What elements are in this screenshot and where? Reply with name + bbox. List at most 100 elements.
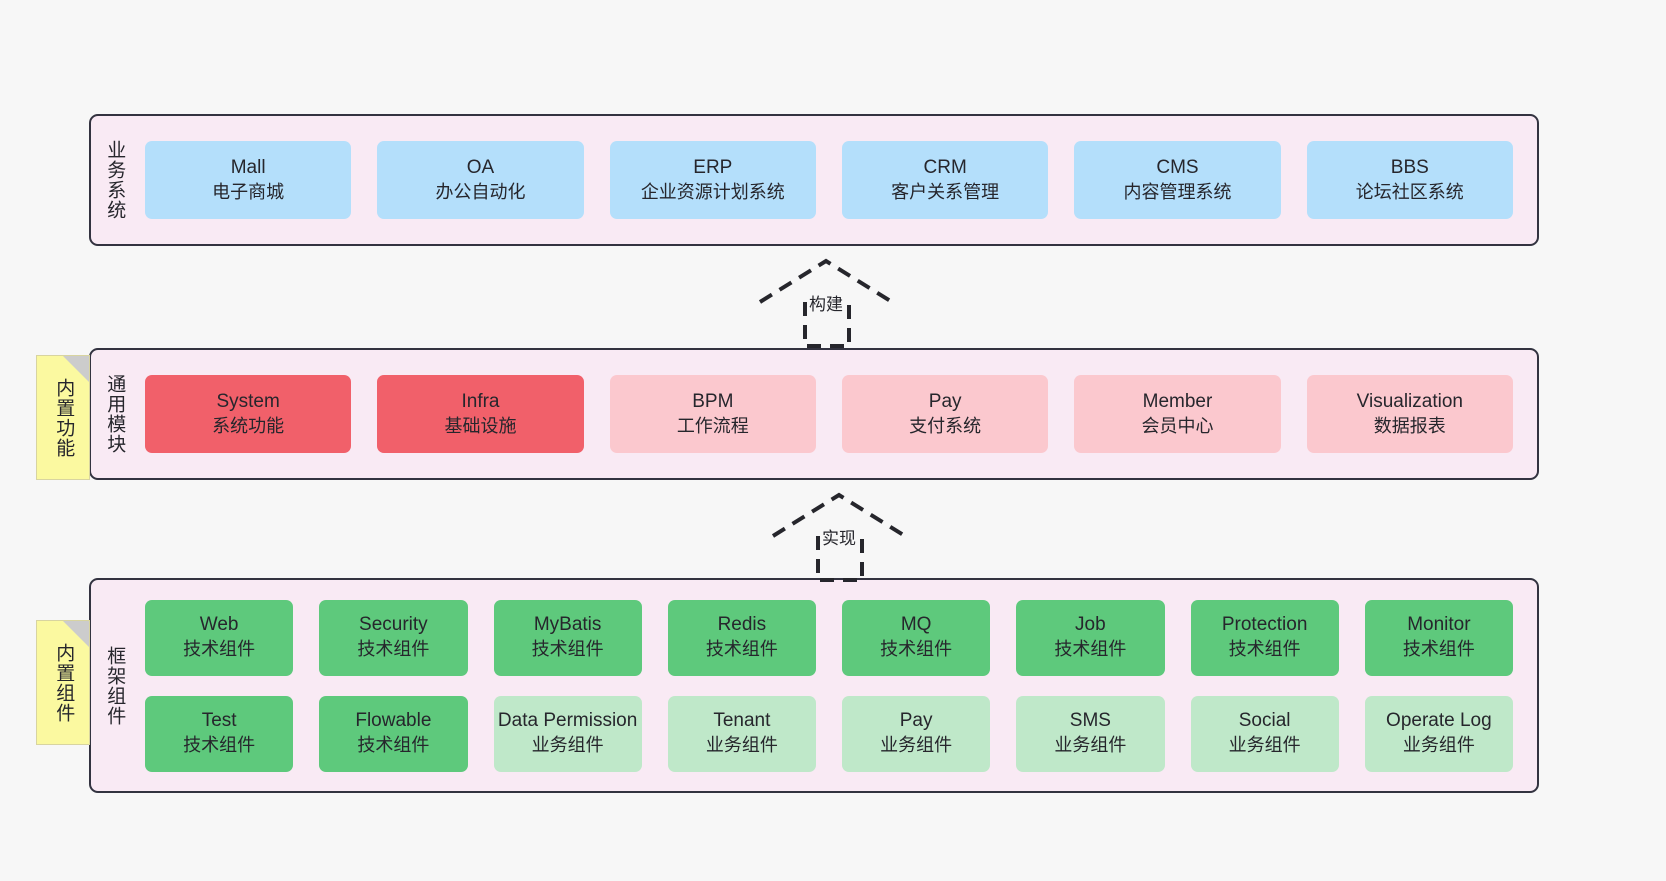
card-cms[interactable]: CMS 内容管理系统	[1074, 141, 1281, 219]
card-title-en: Monitor	[1407, 614, 1471, 636]
card-title-en: MyBatis	[533, 614, 602, 636]
card-title-cn: 技术组件	[1228, 639, 1301, 660]
layer-body-business: Mall 电子商城 OA 办公自动化 ERP 企业资源计划系统 CRM 客户关系…	[137, 116, 1537, 244]
card-title-en: Redis	[717, 614, 767, 636]
card-title-cn: 技术组件	[357, 735, 430, 756]
card-bpm[interactable]: BPM 工作流程	[609, 375, 816, 453]
card-title-cn: 基础设施	[444, 415, 517, 436]
card-title-cn: 业务组件	[705, 735, 778, 756]
card-title-cn: 技术组件	[1402, 639, 1475, 660]
card-title-en: Infra	[461, 390, 500, 412]
card-test[interactable]: Test 技术组件	[145, 695, 294, 772]
card-title-cn: 工作流程	[676, 415, 749, 436]
card-title-en: Pay	[928, 390, 962, 412]
note-text: 内置功能	[53, 377, 75, 458]
card-title-en: CMS	[1156, 156, 1199, 178]
arrow-head-build	[758, 258, 894, 304]
card-social[interactable]: Social 业务组件	[1190, 695, 1339, 772]
card-visualization[interactable]: Visualization 数据报表	[1306, 375, 1513, 453]
card-title-en: Pay	[899, 710, 933, 732]
layer-framework-components: 框架组件 Web 技术组件 Security 技术组件 MyBatis 技术组件…	[89, 578, 1539, 793]
card-title-en: Test	[201, 710, 237, 732]
card-title-cn: 会员中心	[1141, 415, 1214, 436]
card-operate-log[interactable]: Operate Log 业务组件	[1364, 695, 1513, 772]
card-oa[interactable]: OA 办公自动化	[377, 141, 584, 219]
card-title-en: Job	[1075, 614, 1106, 636]
layer-title-modules: 通用模块	[104, 374, 126, 454]
card-title-en: Flowable	[355, 710, 432, 732]
card-title-cn: 业务组件	[531, 735, 604, 756]
business-card-row: Mall 电子商城 OA 办公自动化 ERP 企业资源计划系统 CRM 客户关系…	[145, 141, 1513, 219]
card-title-en: CRM	[923, 156, 967, 178]
card-title-en: BBS	[1390, 156, 1429, 178]
card-mq[interactable]: MQ 技术组件	[842, 599, 991, 676]
layer-business-system: 业务系统 Mall 电子商城 OA 办公自动化 ERP 企业资源计划系统 CRM…	[89, 114, 1539, 246]
card-title-en: MQ	[900, 614, 932, 636]
card-title-cn: 技术组件	[1054, 639, 1127, 660]
note-text: 内置组件	[53, 642, 75, 723]
card-title-en: Member	[1142, 390, 1213, 412]
card-redis[interactable]: Redis 技术组件	[667, 599, 816, 676]
card-title-cn: 业务组件	[880, 735, 953, 756]
card-system[interactable]: System 系统功能	[145, 375, 352, 453]
card-protection[interactable]: Protection 技术组件	[1190, 599, 1339, 676]
card-erp[interactable]: ERP 企业资源计划系统	[609, 141, 816, 219]
card-mybatis[interactable]: MyBatis 技术组件	[493, 599, 642, 676]
card-title-en: Mall	[230, 156, 266, 178]
card-title-cn: 技术组件	[531, 639, 604, 660]
card-title-en: Tenant	[713, 710, 771, 732]
card-title-en: ERP	[693, 156, 733, 178]
card-title-en: Operate Log	[1386, 710, 1492, 732]
card-pay-component[interactable]: Pay 业务组件	[842, 695, 991, 772]
card-member[interactable]: Member 会员中心	[1074, 375, 1281, 453]
card-title-cn: 业务组件	[1402, 735, 1475, 756]
card-title-en: SMS	[1069, 710, 1111, 732]
card-title-en: OA	[466, 156, 495, 178]
card-infra[interactable]: Infra 基础设施	[377, 375, 584, 453]
card-sms[interactable]: SMS 业务组件	[1016, 695, 1165, 772]
layer-title-business: 业务系统	[104, 140, 126, 220]
arrow-label-implement: 实现	[822, 529, 856, 548]
arrow-implement: 实现	[771, 492, 912, 582]
card-title-en: System	[216, 390, 280, 412]
card-title-en: Social	[1238, 710, 1291, 732]
layer-body-modules: System 系统功能 Infra 基础设施 BPM 工作流程 Pay 支付系统…	[137, 350, 1537, 478]
card-web[interactable]: Web 技术组件	[145, 599, 294, 676]
card-monitor[interactable]: Monitor 技术组件	[1364, 599, 1513, 676]
card-title-cn: 技术组件	[705, 639, 778, 660]
card-crm[interactable]: CRM 客户关系管理	[841, 141, 1049, 219]
card-title-cn: 办公自动化	[435, 181, 526, 202]
note-builtin-function: 内置功能	[36, 355, 90, 480]
card-title-cn: 数据报表	[1373, 415, 1446, 436]
card-title-cn: 企业资源计划系统	[640, 181, 785, 202]
card-security[interactable]: Security 技术组件	[319, 599, 468, 676]
arrow-head-implement	[771, 492, 907, 538]
framework-card-row-1: Web 技术组件 Security 技术组件 MyBatis 技术组件 Redi…	[145, 599, 1513, 676]
card-title-cn: 技术组件	[357, 639, 430, 660]
card-title-cn: 支付系统	[909, 415, 982, 436]
layer-common-modules: 通用模块 System 系统功能 Infra 基础设施 BPM 工作流程 Pay…	[89, 348, 1539, 480]
card-data-permission[interactable]: Data Permission 业务组件	[493, 695, 642, 772]
card-title-cn: 论坛社区系统	[1355, 181, 1464, 202]
card-job[interactable]: Job 技术组件	[1016, 599, 1165, 676]
card-title-cn: 技术组件	[183, 735, 256, 756]
card-title-cn: 内容管理系统	[1123, 181, 1232, 202]
card-title-cn: 电子商城	[212, 181, 285, 202]
card-title-en: Web	[199, 614, 239, 636]
card-title-cn: 业务组件	[1228, 735, 1301, 756]
card-title-cn: 系统功能	[212, 415, 285, 436]
card-bbs[interactable]: BBS 论坛社区系统	[1306, 141, 1513, 219]
card-pay-module[interactable]: Pay 支付系统	[841, 375, 1049, 453]
framework-card-row-2: Test 技术组件 Flowable 技术组件 Data Permission …	[145, 695, 1513, 772]
card-mall[interactable]: Mall 电子商城	[145, 141, 352, 219]
card-title-cn: 客户关系管理	[891, 181, 1000, 202]
arrow-label-build: 构建	[809, 295, 843, 314]
layer-body-framework: Web 技术组件 Security 技术组件 MyBatis 技术组件 Redi…	[137, 580, 1537, 791]
card-tenant[interactable]: Tenant 业务组件	[667, 695, 816, 772]
note-builtin-component: 内置组件	[36, 620, 90, 745]
card-title-cn: 业务组件	[1054, 735, 1127, 756]
card-flowable[interactable]: Flowable 技术组件	[319, 695, 468, 772]
card-title-en: Visualization	[1356, 390, 1463, 412]
arrow-build: 构建	[758, 258, 899, 348]
